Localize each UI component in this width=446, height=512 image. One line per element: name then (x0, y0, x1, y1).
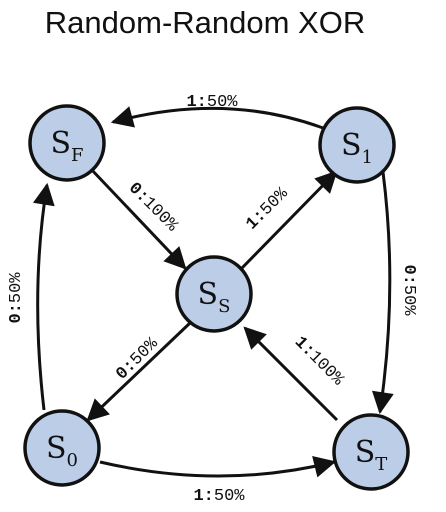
svg-text:SF: SF (50, 126, 83, 166)
node-sf: SF (28, 104, 106, 182)
edge-label-ss-to-s0: 0:50% (113, 334, 163, 384)
edge-sf-to-ss (88, 166, 187, 270)
node-s0: S0 (23, 409, 101, 487)
diagram-title: Random-Random XOR (45, 5, 365, 40)
edge-label-s0-to-st: 1:50% (193, 487, 245, 506)
edge-s0-to-st (99, 456, 337, 478)
edge-ss-to-s0 (86, 321, 192, 422)
node-ss: SS (175, 255, 253, 333)
node-st: ST (332, 413, 410, 491)
svg-text:SS: SS (198, 277, 231, 317)
edge-ss-to-s1 (240, 170, 338, 270)
node-s1: S1 (318, 106, 396, 184)
edge-label-sf-to-ss: 0:100% (124, 179, 181, 236)
edge-s1-to-sf (110, 106, 324, 130)
edge-label-s1-to-sf: 1:50% (186, 93, 238, 112)
edge-st-to-ss (243, 326, 339, 422)
edge-label-s0-to-sf: 0:50% (7, 272, 26, 324)
svg-text:S0: S0 (46, 431, 78, 471)
edge-s0-to-sf (32, 182, 55, 411)
svg-text:S1: S1 (341, 128, 373, 168)
edge-label-s1-to-st: 0:50% (399, 264, 418, 316)
edge-s1-to-st (372, 171, 394, 415)
edge-label-ss-to-s1: 1:50% (243, 184, 293, 234)
svg-text:ST: ST (355, 435, 388, 475)
